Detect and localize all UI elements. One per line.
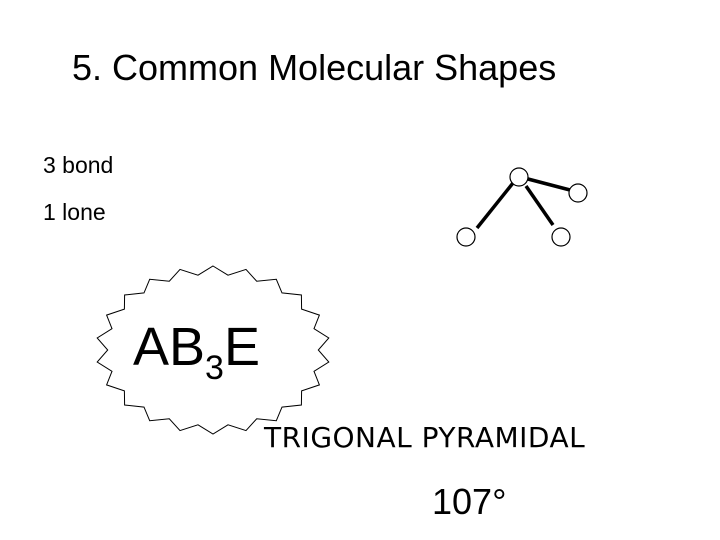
central-atom bbox=[509, 167, 529, 187]
outer-atom-bottom bbox=[551, 227, 571, 247]
starburst-shape bbox=[96, 265, 330, 435]
starburst-outline bbox=[96, 265, 330, 435]
outer-atom-left bbox=[456, 227, 476, 247]
bond-count-text: 3 bond bbox=[43, 152, 114, 178]
formula-base: AB bbox=[133, 317, 206, 377]
bond-left bbox=[475, 181, 515, 230]
lone-pair-count-text: 1 lone bbox=[43, 199, 106, 225]
slide-title: 5. Common Molecular Shapes bbox=[72, 47, 557, 88]
molecule-diagram bbox=[456, 167, 588, 247]
shape-name: TRIGONAL PYRAMIDAL bbox=[264, 421, 586, 454]
bond-angle: 107° bbox=[432, 481, 507, 522]
vsepr-formula: AB3E bbox=[133, 316, 260, 387]
outer-atom-right bbox=[568, 183, 588, 203]
bond-right bbox=[527, 177, 571, 192]
bond-bottom bbox=[524, 185, 555, 226]
formula-suffix: E bbox=[223, 317, 260, 377]
formula-subscript: 3 bbox=[205, 349, 224, 387]
